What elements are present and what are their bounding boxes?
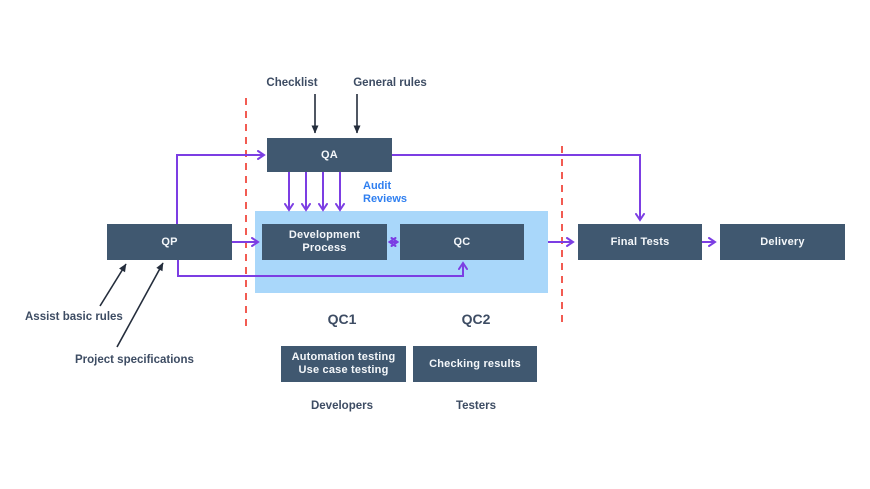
label-audit-reviews: Audit Reviews bbox=[363, 180, 408, 205]
connector-qp-to-qa bbox=[176, 150, 266, 224]
label-qc2: QC2 bbox=[461, 311, 491, 327]
node-automation-testing: Automation testing Use case testing bbox=[281, 346, 406, 382]
automation-testing-line-1: Automation testing bbox=[291, 351, 396, 363]
arrow-assist-basic-rules-to-qp bbox=[99, 263, 127, 307]
label-assist-basic-rules: Assist basic rules bbox=[25, 311, 123, 323]
node-qp: QP bbox=[107, 224, 232, 260]
node-checking-results: Checking results bbox=[413, 346, 537, 382]
automation-testing-line-2: Use case testing bbox=[298, 364, 389, 376]
node-development-process: Development Process bbox=[262, 224, 387, 260]
label-general-rules: General rules bbox=[353, 77, 427, 89]
label-checklist: Checklist bbox=[266, 77, 318, 89]
node-qa: QA bbox=[267, 138, 392, 172]
label-developers: Developers bbox=[310, 400, 373, 412]
label-qc1: QC1 bbox=[327, 311, 357, 327]
node-final-tests: Final Tests bbox=[578, 224, 702, 260]
label-testers: Testers bbox=[455, 400, 497, 412]
node-delivery: Delivery bbox=[720, 224, 845, 260]
arrow-project-specifications-to-qp bbox=[116, 262, 164, 348]
label-project-specifications: Project specifications bbox=[75, 354, 194, 366]
node-qc: QC bbox=[400, 224, 524, 260]
